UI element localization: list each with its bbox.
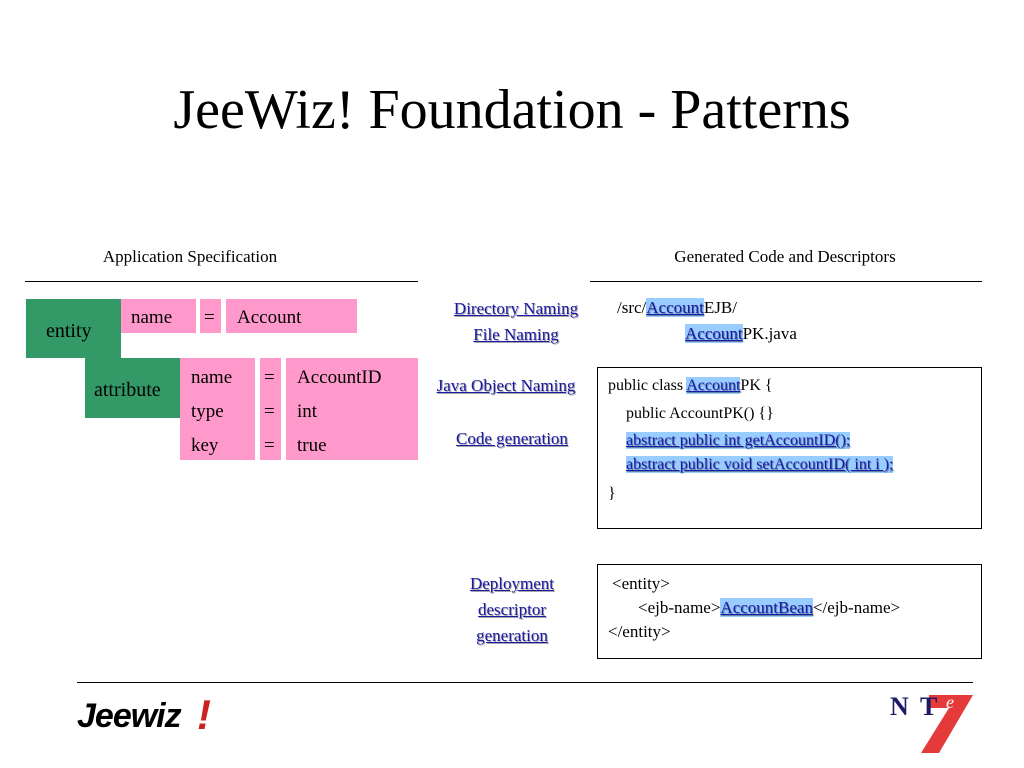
attribute-key-key: key (191, 435, 219, 456)
code-line-4: abstract public void setAccountID( int i… (626, 453, 894, 477)
jeewiz-logo: Jeewiz ! (77, 691, 237, 739)
java-code-box: public class AccountPK { public AccountP… (597, 367, 982, 529)
descriptor-line-2: <ejb-name>AccountBean</ejb-name> (638, 596, 900, 620)
attribute-value-type: int (297, 401, 318, 422)
nte-logo: N T e (880, 690, 980, 755)
ejb-suffix: EJB/ (703, 298, 737, 317)
attribute-key-name: name (191, 367, 233, 388)
attribute-eq-cell (260, 358, 281, 460)
attribute-values-cell (286, 358, 418, 460)
entity-block: entity (26, 299, 121, 358)
right-header-rule (590, 281, 982, 282)
account-link-src[interactable]: Account (646, 298, 704, 317)
entity-eq-cell: = (200, 299, 221, 333)
left-header-rule (25, 281, 418, 282)
attribute-block: attribute (85, 358, 180, 418)
entity-name-key-cell: name (121, 299, 196, 333)
footer-rule (77, 682, 973, 683)
code-line-1-prefix: public class (608, 377, 687, 394)
set-account-id-link[interactable]: abstract public void setAccountID( int i… (626, 456, 894, 473)
deployment-link-line1[interactable]: Deployment (469, 574, 555, 593)
attribute-eq-name: = (264, 367, 275, 388)
code-generation-row: Code generation (426, 426, 598, 452)
code-line-3: abstract public int getAccountID(); (626, 429, 851, 453)
src-prefix: /src/ (617, 298, 647, 317)
code-line-2: public AccountPK() {} (626, 405, 774, 422)
account-bean-link[interactable]: AccountBean (720, 598, 813, 617)
java-object-naming-link[interactable]: Java Object Naming (436, 376, 576, 395)
file-naming-link[interactable]: File Naming (473, 325, 559, 344)
pk-file-path: AccountPK.java (685, 322, 797, 346)
code-generation-link[interactable]: Code generation (456, 429, 568, 448)
entity-name-key: name (131, 307, 173, 328)
java-object-naming-row: Java Object Naming (420, 373, 592, 399)
deployment-link-line3[interactable]: generation (476, 626, 548, 645)
nte-logo-stripe (921, 695, 973, 753)
entity-label: entity (46, 320, 92, 342)
entity-eq: = (204, 307, 215, 328)
descriptor-line-3: </entity> (608, 622, 671, 641)
descriptor-ejb-close: </ejb-name> (812, 598, 901, 617)
directory-naming-link[interactable]: Directory Naming (453, 299, 579, 318)
entity-name-value: Account (237, 307, 302, 328)
descriptor-line-1: <entity> (612, 574, 670, 593)
account-link-class[interactable]: Account (686, 377, 741, 394)
code-line-1-suffix: PK { (740, 377, 773, 394)
attribute-eq-key: = (264, 435, 275, 456)
left-column-header: Application Specification (102, 247, 278, 266)
jeewiz-logo-mark: ! (197, 691, 211, 738)
deployment-links: Deployment descriptor generation (426, 571, 598, 649)
nte-logo-t: T (920, 692, 938, 721)
attribute-value-name: AccountID (297, 367, 382, 388)
descriptor-ejb-open: <ejb-name> (638, 598, 721, 617)
attribute-keys-cell (180, 358, 255, 460)
right-column-header: Generated Code and Descriptors (674, 247, 896, 266)
descriptor-box: <entity> <ejb-name>AccountBean</ejb-name… (597, 564, 982, 659)
deployment-link-line2[interactable]: descriptor (478, 600, 546, 619)
attribute-eq-type: = (264, 401, 275, 422)
nte-logo-n: N (890, 692, 909, 721)
code-line-1: public class AccountPK { (608, 374, 773, 398)
account-link-pk[interactable]: Account (685, 324, 743, 343)
code-line-5: } (608, 485, 616, 502)
get-account-id-link[interactable]: abstract public int getAccountID(); (626, 432, 851, 449)
entity-name-value-cell: Account (226, 299, 357, 333)
slide-title: JeeWiz! Foundation - Patterns (173, 79, 851, 141)
attribute-key-type: type (191, 401, 224, 422)
attribute-value-key: true (297, 435, 327, 456)
src-path: /src/AccountEJB/ (617, 296, 737, 320)
pk-suffix: PK.java (742, 324, 797, 343)
nte-logo-e: e (946, 692, 954, 712)
attribute-label: attribute (94, 379, 161, 401)
naming-links: Directory Naming File Naming (430, 296, 602, 348)
jeewiz-logo-text: Jeewiz (77, 697, 182, 735)
